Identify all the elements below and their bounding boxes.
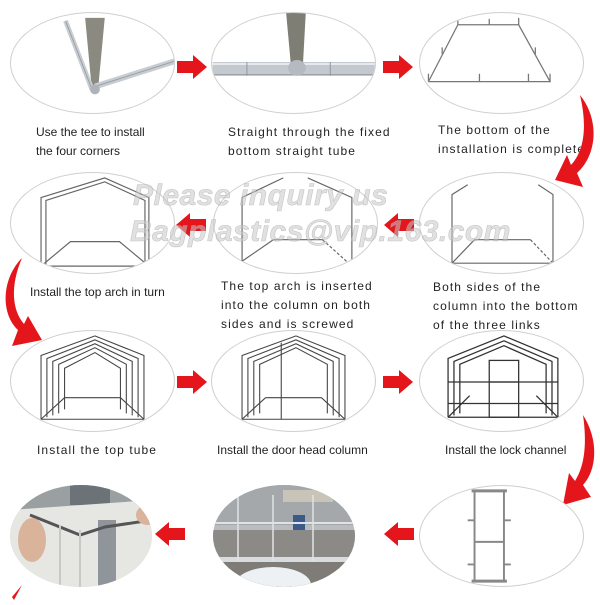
arrow-right-icon — [383, 55, 413, 84]
curved-arrow-down-icon — [555, 95, 600, 200]
step-5-image — [213, 172, 378, 274]
lock-channel-frame-icon — [447, 335, 559, 418]
bottom-frame-icon — [427, 17, 552, 83]
step-7-image — [10, 330, 175, 432]
step-9-image — [419, 330, 584, 432]
straight-tube-icon — [212, 13, 375, 76]
curved-arrow-down-icon — [0, 258, 45, 363]
step-11-photo — [213, 485, 355, 587]
step-1-caption: Use the tee to install the four corners — [36, 125, 145, 158]
step-2-image — [211, 12, 376, 114]
step-8-image — [211, 330, 376, 432]
step-6-image — [10, 172, 175, 274]
door-head-column-icon — [241, 335, 346, 420]
step-1-image — [10, 12, 175, 114]
step-6-caption: Install the top arch in turn — [30, 285, 165, 299]
step-3-image — [419, 12, 584, 114]
step-9-caption: Install the lock channel — [445, 443, 567, 457]
side-columns-icon — [451, 184, 554, 264]
arrow-left-icon — [176, 213, 206, 242]
top-arches-icon — [40, 177, 150, 267]
step-8-caption: Install the door head column — [217, 443, 368, 457]
step-2-caption: Straight through the fixed bottom straig… — [228, 125, 391, 158]
step-7-caption: Install the top tube — [37, 443, 158, 457]
arrow-left-icon — [155, 522, 185, 551]
assembled-frame-photo-icon — [213, 485, 355, 587]
step-4-image — [419, 172, 584, 274]
curved-arrow-tail-icon — [12, 585, 24, 605]
arrow-right-icon — [177, 370, 207, 399]
top-arch-inserted-icon — [241, 177, 353, 267]
step-12-photo — [10, 485, 152, 587]
step-5-caption: The top arch is inserted into the column… — [221, 279, 373, 331]
door-frame-icon — [467, 489, 511, 583]
top-tube-frame-icon — [40, 335, 145, 420]
step-4-caption: Both sides of the column into the bottom… — [433, 280, 579, 332]
arrow-left-icon — [384, 522, 414, 551]
step-3-caption: The bottom of the installation is comple… — [438, 123, 586, 156]
arrow-right-icon — [383, 370, 413, 399]
arrow-left-icon — [384, 213, 414, 242]
curved-arrow-down-icon — [555, 415, 600, 520]
arrow-right-icon — [177, 55, 207, 84]
cover-installation-photo-icon — [10, 485, 152, 587]
step-10-image — [419, 485, 584, 587]
tee-corner-icon — [63, 17, 174, 95]
